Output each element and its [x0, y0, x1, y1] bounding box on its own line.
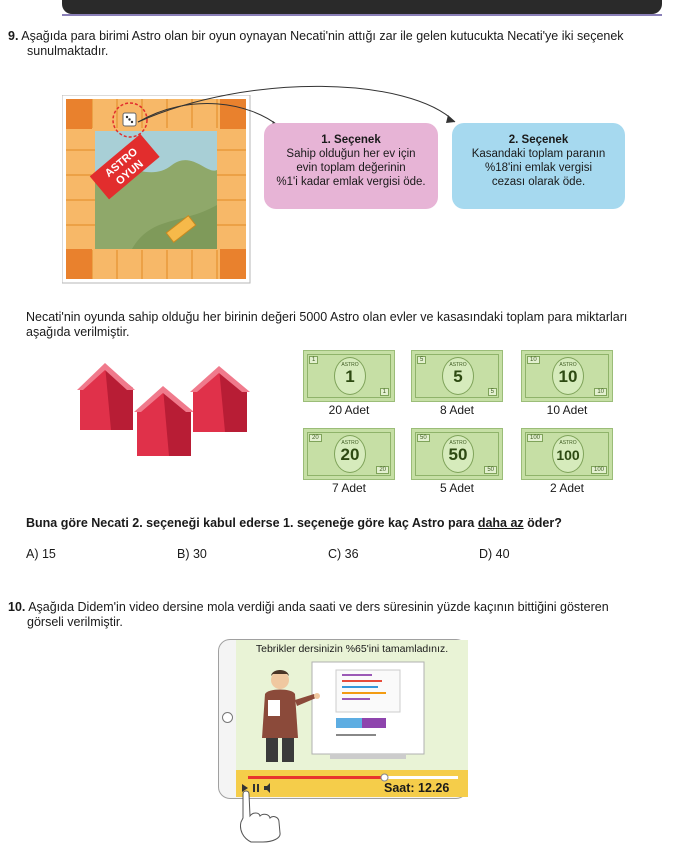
house-icon	[134, 386, 194, 456]
bill-count: 5 Adet	[439, 481, 475, 495]
q10-text-line2: görseli verilmiştir.	[27, 615, 123, 629]
option1-line: Sahip olduğun her ev için	[286, 148, 416, 160]
bill-corner-value: 1	[309, 356, 319, 364]
option1-line: %1'i kadar emlak vergisi öde.	[276, 176, 426, 188]
q9-info-line2: aşağıda verilmiştir.	[26, 325, 130, 339]
option1-line: evin toplam değerinin	[296, 162, 406, 174]
q9-stem: 9. Aşağıda para birimi Astro olan bir oy…	[8, 29, 678, 59]
choice-d[interactable]: D) 40	[479, 547, 510, 561]
q9-question-part: Buna göre Necati 2. seçeneği kabul eders…	[26, 516, 478, 530]
bill-count: 8 Adet	[439, 403, 475, 417]
video-content	[262, 661, 425, 762]
volume-icon	[264, 783, 270, 793]
q10-text-line1: Aşağıda Didem'in video dersine mola verd…	[28, 600, 609, 614]
q9-question-part: öder?	[523, 516, 562, 530]
video-banner: Tebrikler dersinizin %65'ini tamamladını…	[255, 643, 449, 655]
bill-value: 50	[448, 445, 468, 464]
progress-fill	[248, 776, 385, 779]
option2-title: 2. Seçenek	[508, 134, 569, 146]
q10-number: 10.	[8, 600, 26, 614]
q10-stem: 10. Aşağıda Didem'in video dersine mola …	[8, 600, 678, 630]
bill-corner-value: 10	[527, 356, 540, 364]
option2-line: %18'ini emlak vergisi	[484, 162, 592, 174]
video-controls-overlay	[242, 773, 458, 793]
choice-c[interactable]: C) 36	[328, 547, 359, 561]
choice-b[interactable]: B) 30	[177, 547, 207, 561]
pointing-hand-icon	[240, 790, 281, 843]
page-header-bar	[62, 0, 662, 14]
video-controls	[236, 770, 468, 797]
q9-info-line1: Necati'nin oyunda sahip olduğu her birin…	[26, 310, 628, 324]
houses-illustration	[77, 363, 250, 456]
bill-value: 10	[558, 367, 578, 386]
game-board: ASTRO OYUN	[62, 95, 251, 284]
bill-value: 5	[453, 367, 463, 386]
pause-icon	[253, 784, 255, 792]
bill-count: 7 Adet	[331, 481, 367, 495]
clock-readout: Saat: 12.26	[384, 781, 450, 795]
q9-text-line1: Aşağıda para birimi Astro olan bir oyun …	[21, 29, 624, 43]
q9-info: Necati'nin oyunda sahip olduğu her birin…	[26, 310, 686, 340]
q9-text-line2: sunulmaktadır.	[27, 44, 109, 58]
q9-question: Buna göre Necati 2. seçeneği kabul eders…	[26, 516, 686, 531]
bill-count: 10 Adet	[546, 403, 588, 417]
option2-line: cezası olarak öde.	[491, 176, 586, 188]
bill-value: 1	[345, 367, 355, 386]
house-icon	[77, 363, 135, 430]
bill-corner-value: 20	[309, 434, 322, 442]
bill-value: 20	[340, 445, 360, 464]
bill-value: 100	[556, 447, 580, 463]
bill-corner-value: 50	[417, 434, 430, 442]
choice-a[interactable]: A) 15	[26, 547, 56, 561]
q9-question-underlined: daha az	[477, 516, 524, 530]
house-icon	[190, 366, 250, 432]
q9-number: 9.	[8, 29, 19, 43]
bill-count: 20 Adet	[328, 403, 370, 417]
bill-corner-value: 100	[527, 434, 544, 442]
header-underline	[62, 14, 662, 16]
option1-box: 1. Seçenek Sahip olduğun her ev için evi…	[264, 123, 438, 209]
progress-handle	[380, 773, 389, 782]
option1-title: 1. Seçenek	[321, 134, 381, 146]
option2-box: 2. Seçenek Kasandaki toplam paranın %18'…	[452, 123, 625, 209]
option2-line: Kasandaki toplam paranın	[471, 148, 606, 160]
home-button-icon[interactable]	[222, 712, 233, 723]
bill-count: 2 Adet	[549, 481, 585, 495]
bill-corner-value: 5	[417, 356, 427, 364]
play-icon	[242, 784, 248, 792]
